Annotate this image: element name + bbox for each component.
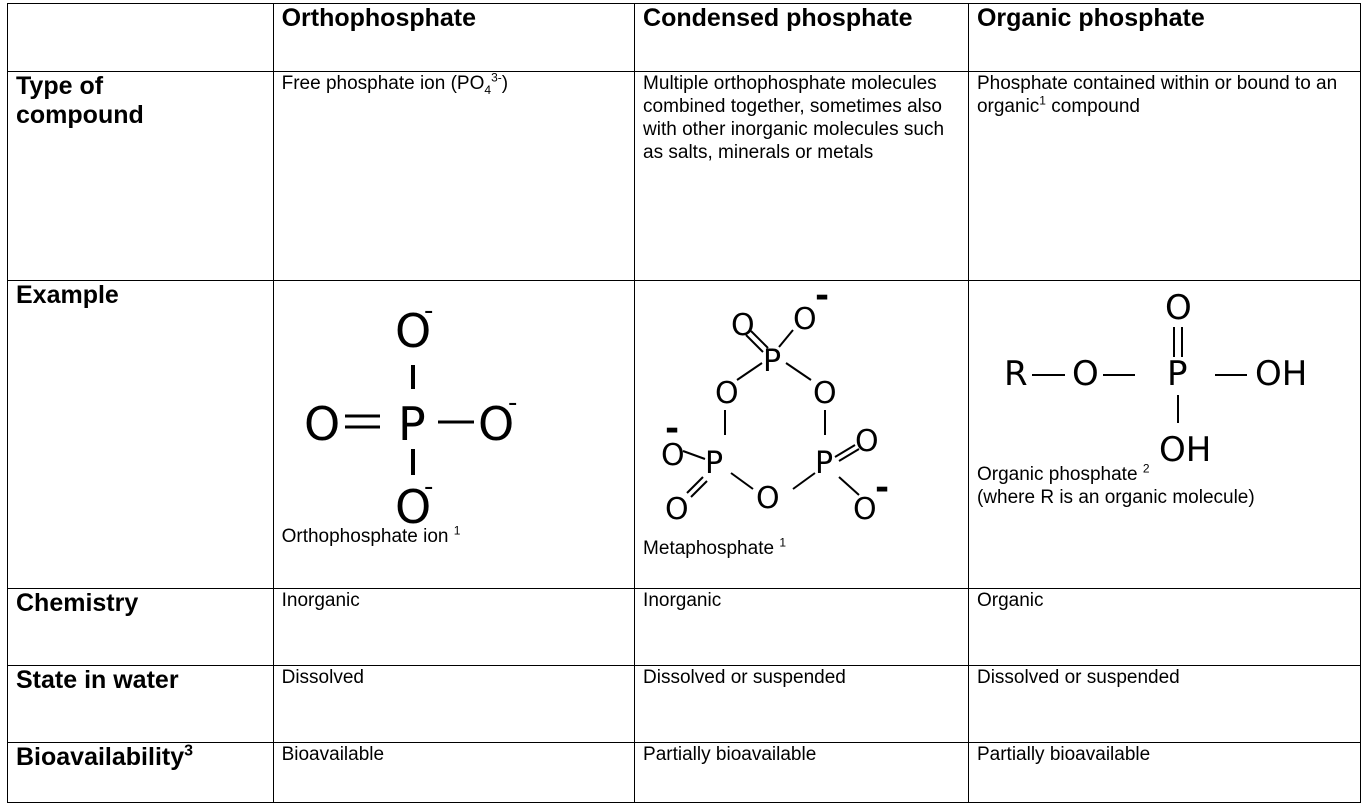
cell-type-condensed: Multiple orthophosphate molecules combin… bbox=[634, 71, 969, 281]
charge-3: - bbox=[875, 468, 889, 508]
header-orthophosphate: Orthophosphate bbox=[272, 3, 636, 72]
row-label-chemistry: Chemistry bbox=[7, 588, 274, 666]
row-chemistry: Chemistry Inorganic Inorganic Organic bbox=[7, 588, 1361, 666]
atom-o-3: O bbox=[715, 376, 739, 411]
row-label-state: State in water bbox=[7, 665, 274, 743]
row-label-example: Example bbox=[7, 280, 274, 589]
cell-bio-condensed: Partially bioavailable bbox=[634, 742, 969, 803]
row-type-of-compound: Type of compound Free phosphate ion (PO4… bbox=[7, 71, 1361, 281]
atom-o-ester: O bbox=[1072, 354, 1099, 394]
atom-oh-bottom: OH bbox=[1159, 430, 1211, 463]
cell-chemistry-ortho: Inorganic bbox=[272, 588, 636, 666]
atom-o-2: O bbox=[793, 302, 817, 337]
cell-bio-ortho: Bioavailable bbox=[272, 742, 636, 803]
cell-type-ortho: Free phosphate ion (PO43-) bbox=[272, 71, 636, 281]
atom-p-2: P bbox=[705, 446, 723, 481]
charge-bottom: - bbox=[424, 472, 433, 502]
cell-state-ortho: Dissolved bbox=[272, 665, 636, 743]
atom-o-4: O bbox=[813, 376, 837, 411]
atom-o-5: O bbox=[661, 438, 685, 473]
atom-r: R bbox=[1004, 354, 1028, 394]
atom-p-center: P bbox=[398, 397, 426, 451]
atom-p: P bbox=[1167, 354, 1188, 394]
cell-example-condensed: O O - P O O - O P P bbox=[634, 280, 969, 589]
charge-2: - bbox=[665, 409, 679, 449]
caption-organic-note: (where R is an organic molecule) bbox=[976, 487, 1255, 508]
atom-o-6: O bbox=[855, 424, 879, 459]
atom-o-9: O bbox=[853, 492, 877, 527]
atom-oh-right: OH bbox=[1255, 354, 1307, 394]
metaphosphate-structure: O O - P O O - O P P bbox=[661, 285, 889, 527]
row-example: Example O - O P O - O - bbox=[7, 280, 1361, 589]
charge-top: - bbox=[424, 296, 433, 326]
header-condensed-phosphate: Condensed phosphate bbox=[634, 3, 969, 72]
atom-o-bottom: O bbox=[395, 480, 431, 525]
phosphate-comparison-table: Orthophosphate Condensed phosphate Organ… bbox=[7, 3, 1361, 803]
cell-bio-organic: Partially bioavailable bbox=[967, 742, 1361, 803]
row-bioavailability: Bioavailability3 Bioavailable Partially … bbox=[7, 742, 1361, 803]
orthophosphate-structure: O - O P O - O - bbox=[304, 296, 517, 525]
caption-organic-phosphate: Organic phosphate 2 bbox=[976, 461, 1150, 485]
row-label-type: Type of compound bbox=[7, 71, 274, 281]
atom-o-1: O bbox=[731, 308, 755, 343]
organic-phosphate-structure: O R O P OH OH bbox=[1004, 288, 1307, 463]
cell-state-condensed: Dissolved or suspended bbox=[634, 665, 969, 743]
header-organic-phosphate: Organic phosphate bbox=[967, 3, 1361, 72]
row-state-in-water: State in water Dissolved Dissolved or su… bbox=[7, 665, 1361, 743]
header-blank bbox=[7, 3, 274, 72]
row-label-bioavailability: Bioavailability3 bbox=[7, 742, 274, 803]
charge-1: - bbox=[815, 285, 829, 316]
header-row: Orthophosphate Condensed phosphate Organ… bbox=[7, 3, 1361, 72]
cell-example-organic: O R O P OH OH Organic phosphate 2 (where… bbox=[967, 280, 1361, 589]
atom-o-double: O bbox=[1165, 288, 1192, 328]
atom-p-3: P bbox=[815, 446, 833, 481]
atom-o-7: O bbox=[756, 481, 780, 516]
caption-metaphosphate: Metaphosphate 1 bbox=[643, 535, 787, 559]
cell-chemistry-organic: Organic bbox=[967, 588, 1361, 666]
caption-orthophosphate: Orthophosphate ion 1 bbox=[281, 523, 461, 547]
cell-example-ortho: O - O P O - O - Orthophosphate ion 1 bbox=[272, 280, 636, 589]
cell-state-organic: Dissolved or suspended bbox=[967, 665, 1361, 743]
atom-o-left: O bbox=[304, 397, 340, 451]
atom-p-1: P bbox=[763, 344, 781, 379]
atom-o-8: O bbox=[665, 492, 689, 527]
cell-type-organic: Phosphate contained within or bound to a… bbox=[967, 71, 1361, 281]
atom-o-top: O bbox=[395, 304, 431, 358]
cell-chemistry-condensed: Inorganic bbox=[634, 588, 969, 666]
atom-o-right: O bbox=[478, 397, 514, 451]
charge-right: - bbox=[508, 388, 517, 418]
